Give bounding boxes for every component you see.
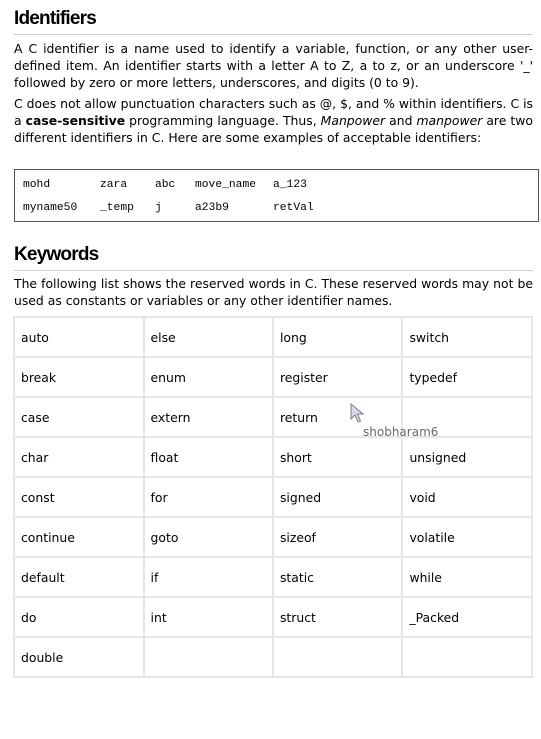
text-run: programming language. Thus, — [125, 113, 321, 128]
keyword-cell: do — [13, 596, 145, 638]
keyword-row: caseexternreturnunion — [13, 396, 533, 438]
italic-text: Manpower — [320, 113, 386, 128]
example-identifier: _temp — [100, 202, 134, 214]
keyword-cell: continue — [13, 516, 145, 558]
identifier-examples-box: mohd zara abc move_name a_123 myname50 _… — [14, 169, 539, 222]
mouse-pointer-icon — [350, 403, 364, 423]
text-run: A C identifier is a name used to identif… — [14, 41, 533, 90]
keyword-cell: static — [271, 556, 404, 598]
example-identifier: abc — [155, 179, 176, 191]
keywords-heading: Keywords — [14, 244, 533, 271]
keyword-cell: return — [271, 396, 404, 438]
keyword-cell: default — [13, 556, 145, 598]
keyword-cell: signed — [271, 476, 404, 518]
example-identifier: zara — [100, 179, 128, 191]
keyword-cell: const — [13, 476, 145, 518]
keyword-cell: char — [13, 436, 145, 478]
keyword-cell: while — [401, 556, 533, 598]
text-run: and — [385, 113, 417, 128]
example-identifier: a23b9 — [195, 202, 229, 214]
keyword-cell: if — [142, 556, 274, 598]
italic-text: manpower — [416, 113, 483, 128]
keyword-cell: union — [401, 396, 533, 438]
keyword-row: double — [13, 636, 533, 678]
example-identifier: move_name — [195, 179, 257, 191]
identifiers-paragraph-1: A C identifier is a name used to identif… — [14, 40, 533, 91]
example-identifier: mohd — [23, 179, 51, 191]
keyword-cell: register — [271, 356, 404, 398]
keyword-cell: void — [401, 476, 533, 518]
keyword-cell: auto — [13, 316, 145, 358]
keyword-cell: for — [142, 476, 274, 518]
identifiers-heading: Identifiers — [14, 8, 533, 35]
keyword-cell: volatile — [401, 516, 533, 558]
keyword-cell: int — [142, 596, 274, 638]
example-identifier: retVal — [273, 202, 314, 214]
text-run: C does not allow punctuation characters … — [14, 96, 533, 128]
keyword-cell: sizeof — [271, 516, 404, 558]
bold-text: case-sensitive — [25, 113, 126, 128]
identifiers-paragraph-2: C does not allow punctuation characters … — [14, 95, 533, 146]
keyword-cell: else — [142, 316, 274, 358]
keyword-cell: long — [271, 316, 404, 358]
text-run: are two different identifiers in C. Here… — [14, 113, 533, 145]
keyword-cell: enum — [142, 356, 274, 398]
keyword-cell: typedef — [401, 356, 533, 398]
keyword-cell: extern — [142, 396, 274, 438]
keyword-cell: float — [142, 436, 274, 478]
keyword-cell: case — [13, 396, 145, 438]
keyword-cell — [271, 636, 404, 678]
keyword-cell: goto — [142, 516, 274, 558]
watermark-text: shobharam6 — [363, 425, 439, 439]
keyword-cell: break — [13, 356, 145, 398]
keyword-cell: short — [271, 436, 404, 478]
example-identifier: a_123 — [273, 179, 307, 191]
keyword-cell — [142, 636, 274, 678]
example-identifier: myname50 — [23, 202, 78, 214]
example-identifier: j — [155, 202, 162, 214]
keyword-cell: double — [13, 636, 145, 678]
keyword-cell: unsigned — [401, 436, 533, 478]
keyword-cell: _Packed — [401, 596, 533, 638]
keyword-cell: struct — [271, 596, 404, 638]
keyword-cell: switch — [401, 316, 533, 358]
keyword-cell — [401, 636, 533, 678]
keywords-intro: The following list shows the reserved wo… — [14, 276, 533, 308]
